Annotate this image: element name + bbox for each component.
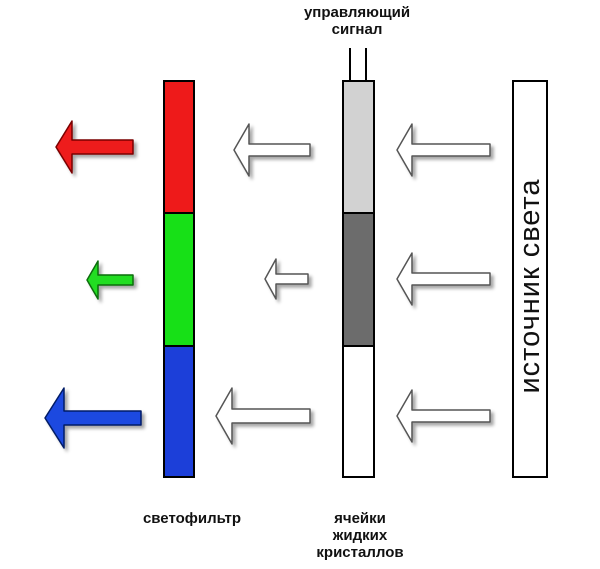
color-filter <box>163 80 195 478</box>
control-signal-label: управляющий сигнал <box>278 4 436 38</box>
cell-arrows <box>215 123 311 445</box>
light-source-label: источник света <box>514 178 546 394</box>
filter-stripe-green <box>163 212 195 347</box>
filter-stripe-blue <box>163 345 195 478</box>
lc-cells-label: ячейки жидких кристаллов <box>290 510 430 561</box>
control-signal-label-line-1: управляющий <box>303 4 411 21</box>
output-arrows <box>44 120 142 449</box>
output-arrow-blue <box>44 387 142 449</box>
arrow-cell-to-filter-middle <box>264 258 309 300</box>
arrow-source-to-cell-bottom <box>396 389 491 443</box>
arrow-source-to-cell-top <box>396 123 491 177</box>
lc-cells-label-line-1: ячейки <box>334 510 386 527</box>
output-arrow-red <box>55 120 134 174</box>
arrow-source-to-cell-middle <box>396 252 491 306</box>
color-filter-label: светофильтр <box>142 510 242 527</box>
lc-cells-label-line-2: жидких <box>332 527 388 544</box>
filter-stripe-red <box>163 80 195 214</box>
lc-cell-light-gray <box>342 80 375 214</box>
lc-cell-white <box>342 345 375 478</box>
source-arrows <box>396 123 491 443</box>
arrow-cell-to-filter-top <box>233 123 311 177</box>
lc-cells-label-line-3: кристаллов <box>316 544 404 561</box>
lc-cells-panel <box>342 80 375 478</box>
arrow-cell-to-filter-bottom <box>215 387 311 445</box>
control-signal-label-line-2: сигнал <box>331 21 383 38</box>
light-source-panel <box>512 80 548 478</box>
lc-cell-dark-gray <box>342 212 375 347</box>
output-arrow-green <box>86 260 134 300</box>
